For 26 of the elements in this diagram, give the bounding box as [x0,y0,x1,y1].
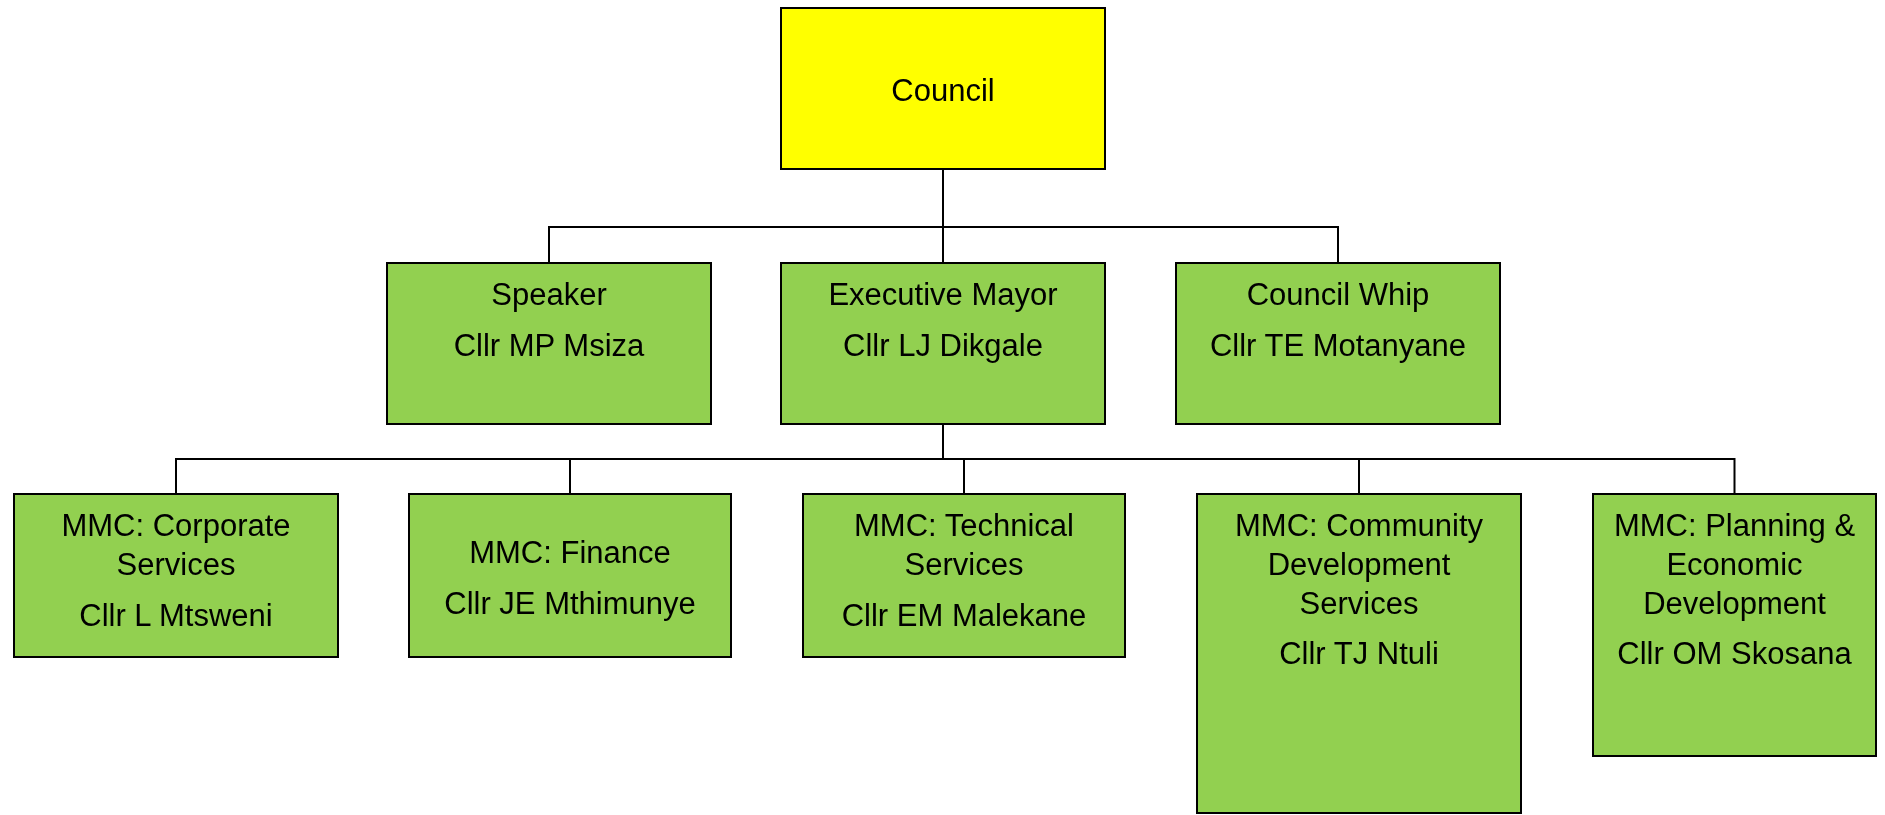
org-box [1196,493,1522,814]
role-title: Council Whip [1246,276,1430,314]
councillor-name: Cllr JE Mthimunye [444,584,696,623]
org-box [386,262,712,425]
councillor-name: Cllr L Mtsweni [79,596,273,635]
org-box [408,493,732,658]
role-title: MMC: Community Development Services [1234,507,1484,623]
role-title: MMC: Finance [469,533,671,572]
org-box [1592,493,1877,757]
org-box [780,7,1106,170]
councillor-name: Cllr TE Motanyane [1209,326,1467,365]
role-title: MMC: Planning & Economic Development [1612,507,1857,623]
role-title: Executive Mayor [828,276,1058,314]
org-box [1175,262,1501,425]
role-title: Council [891,72,995,111]
org-box [780,262,1106,425]
councillor-name: Cllr LJ Dikgale [843,326,1043,365]
councillor-name: Cllr EM Malekane [841,596,1087,635]
councillor-name: Cllr OM Skosana [1617,635,1852,674]
councillor-name: Cllr TJ Ntuli [1279,635,1439,674]
councillor-name: Cllr MP Msiza [453,326,645,365]
org-box [13,493,339,658]
role-title: MMC: Corporate Services [60,507,292,584]
role-title: Speaker [491,276,607,314]
org-box [802,493,1126,658]
role-title: MMC: Technical Services [853,507,1075,584]
